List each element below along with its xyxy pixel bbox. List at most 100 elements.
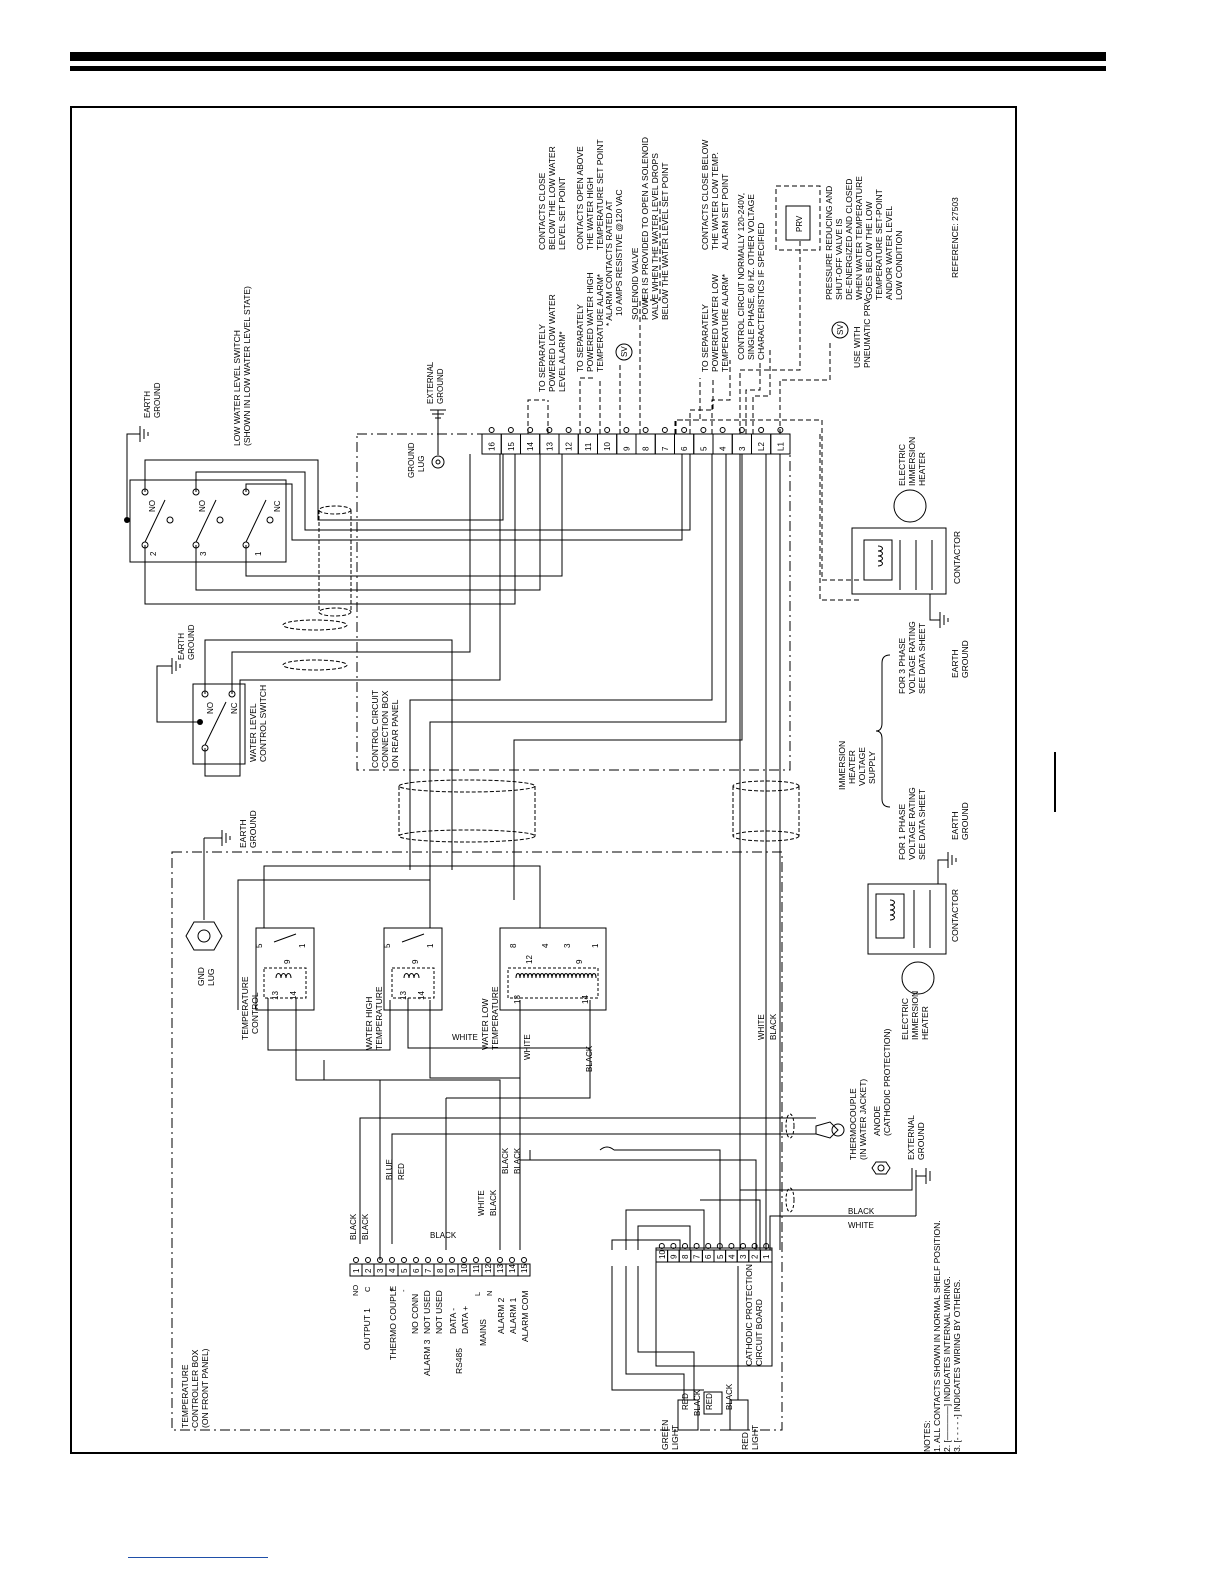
probe-connections: THERMOCOUPLE (IN WATER JACKET) ANODE (CA…: [599, 1028, 931, 1216]
cathodic-terminal-screw: [705, 1243, 712, 1249]
cathodic-terminal-number: 2: [751, 1254, 760, 1259]
svg-text:PRV: PRV: [795, 215, 804, 232]
svg-text:DATA +: DATA +: [460, 1306, 470, 1334]
svg-text:3. [- - - - -] INDICATES WIRIN: 3. [- - - - -] INDICATES WIRING BY OTHER…: [952, 1279, 962, 1452]
svg-text:BLACK: BLACK: [848, 1207, 875, 1216]
control-terminal-number: 10: [603, 442, 612, 451]
svg-text:BLACK: BLACK: [725, 1383, 734, 1410]
svg-text:CONTROL SWITCH: CONTROL SWITCH: [258, 685, 268, 762]
svg-text:14: 14: [581, 995, 590, 1004]
control-box-title: CONTROL CIRCUIT CONNECTION BOX ON REAR P…: [370, 690, 400, 768]
svg-text:CHARACTERISTICS IF SPECIFIED: CHARACTERISTICS IF SPECIFIED: [756, 223, 766, 360]
svg-text:SHUT-OFF VALVE IS: SHUT-OFF VALVE IS: [834, 218, 844, 300]
svg-text:ALARM 2: ALARM 2: [496, 1297, 506, 1334]
control-terminal-number: 4: [719, 446, 728, 451]
svg-text:13: 13: [271, 991, 280, 1000]
svg-text:BLACK: BLACK: [769, 1013, 778, 1040]
temp-terminal-screw: [473, 1257, 479, 1263]
svg-text:13: 13: [513, 995, 522, 1004]
temp-terminal-screw: [521, 1257, 527, 1263]
svg-text:DATA -: DATA -: [448, 1308, 458, 1334]
svg-text:LIGHT: LIGHT: [670, 1425, 680, 1450]
lwls-earth-ground-label: EARTH GROUND: [143, 382, 162, 418]
footer-link-line: [128, 1557, 268, 1558]
svg-text:RED: RED: [740, 1432, 750, 1450]
svg-text:1: 1: [426, 943, 435, 948]
svg-text:CIRCUIT BOARD: CIRCUIT BOARD: [754, 1299, 764, 1366]
svg-text:8: 8: [509, 943, 518, 948]
low-water-switch-body: [129, 479, 287, 563]
temp-terminal-screw: [509, 1257, 515, 1263]
svg-text:IMMERSION: IMMERSION: [910, 991, 920, 1040]
svg-text:14: 14: [289, 991, 298, 1000]
svg-text:ALARM COM: ALARM COM: [520, 1291, 530, 1342]
control-box-title-l3: ON REAR PANEL: [390, 699, 400, 768]
svg-text:3: 3: [563, 943, 572, 948]
svg-text:9: 9: [283, 959, 292, 964]
svg-text:PRESSURE REDUCING AND: PRESSURE REDUCING AND: [824, 186, 834, 300]
svg-text:WHITE: WHITE: [452, 1033, 478, 1042]
svg-text:ELECTRIC: ELECTRIC: [897, 444, 907, 486]
svg-text:POWERED WATER LOW: POWERED WATER LOW: [710, 274, 720, 372]
level-control-switch-body: [192, 683, 246, 765]
svg-text:NO CONN: NO CONN: [410, 1294, 420, 1334]
lower-heater: CONTACTOR ELECTRIC IMMERSION HEATER: [867, 852, 960, 1040]
low-water-switch-title: LOW WATER LEVEL SWITCH (SHOWN IN LOW WAT…: [232, 286, 252, 446]
low-water-contacts: NO NO NC 2 3 1: [141, 488, 282, 556]
control-terminal-number: 8: [642, 446, 651, 451]
svg-text:GROUND: GROUND: [960, 640, 970, 678]
header-rule-thick: [70, 52, 1106, 61]
svg-text:GOES BELOW THE LOW: GOES BELOW THE LOW: [864, 201, 874, 300]
temp-terminal-number: 10: [460, 1264, 469, 1273]
cathodic-terminal-number: 6: [704, 1254, 713, 1259]
control-terminal-number: 3: [738, 446, 747, 451]
cathodic-terminal-screw: [716, 1243, 723, 1249]
svg-text:RED: RED: [397, 1163, 406, 1180]
svg-text:9: 9: [575, 959, 584, 964]
upper-heater: ELECTRIC IMMERSION HEATER CONTACTOR EART…: [837, 437, 970, 860]
control-terminal-screw: [584, 427, 591, 433]
control-terminal-screw: [661, 427, 668, 433]
svg-text:BELOW THE LOW WATER: BELOW THE LOW WATER: [547, 146, 557, 250]
reference-label: REFERENCE: 27503: [950, 197, 960, 278]
svg-text:12: 12: [525, 955, 534, 964]
temp-terminal-screw: [485, 1257, 491, 1263]
svg-text:WHITE: WHITE: [523, 1034, 532, 1060]
cathodic-terminal-number: 5: [716, 1254, 725, 1259]
svg-text:CONTROLLER BOX: CONTROLLER BOX: [190, 1349, 200, 1428]
temp-terminal-number: 13: [496, 1264, 505, 1273]
temp-terminal-number: 14: [508, 1264, 517, 1273]
external-ground-label: EXTERNAL GROUND: [426, 361, 445, 404]
svg-text:BLACK: BLACK: [430, 1231, 457, 1240]
relay-temperature-control: 5 1 9 13 14 TEMPERATURE CONTROL: [240, 927, 315, 1040]
temp-terminal-number: 5: [400, 1268, 409, 1273]
cathodic-terminal-screw: [740, 1243, 746, 1249]
change-bar: [1054, 752, 1056, 812]
temp-terminal-number: 7: [424, 1268, 433, 1273]
svg-text:EARTH: EARTH: [238, 819, 248, 848]
svg-text:GROUND: GROUND: [407, 442, 416, 478]
svg-text:(SHOWN IN LOW WATER LEVEL STAT: (SHOWN IN LOW WATER LEVEL STATE): [242, 286, 252, 446]
level-control-title: WATER LEVEL CONTROL SWITCH: [248, 685, 268, 762]
svg-text:C: C: [363, 1286, 372, 1292]
control-terminal-screw: [546, 427, 553, 433]
svg-text:GREEN: GREEN: [660, 1420, 670, 1450]
svg-text:LIGHT: LIGHT: [750, 1425, 760, 1450]
control-terminal-number: 16: [488, 442, 497, 451]
level-control-contacts: NO NC: [201, 690, 239, 752]
control-terminal-number: 6: [680, 446, 689, 451]
svg-text:TEMPERATURE ALARM*: TEMPERATURE ALARM*: [595, 273, 605, 372]
svg-text:ALARM 3: ALARM 3: [422, 1339, 432, 1376]
svg-text:WHITE: WHITE: [477, 1190, 486, 1216]
svg-text:2: 2: [149, 551, 158, 556]
svg-text:SINGLE PHASE, 60 HZ. OTHER VOL: SINGLE PHASE, 60 HZ. OTHER VOLTAGE: [746, 194, 756, 360]
svg-text:TEMPERATURE: TEMPERATURE: [374, 986, 384, 1050]
svg-text:CONTACTS CLOSE BELOW: CONTACTS CLOSE BELOW: [700, 140, 710, 250]
svg-text:HEATER: HEATER: [847, 750, 857, 784]
temp-terminal-cell: [517, 1263, 531, 1277]
svg-text:VOLTAGE RATING: VOLTAGE RATING: [907, 787, 917, 860]
svg-text:L: L: [473, 1292, 482, 1296]
svg-text:IMMERSION: IMMERSION: [837, 741, 847, 790]
